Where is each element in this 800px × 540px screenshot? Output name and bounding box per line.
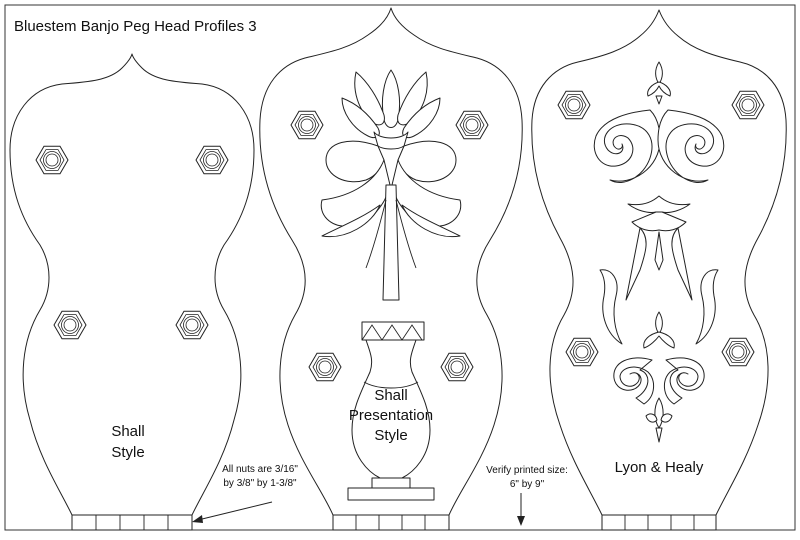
profile-label-3: Lyon & Healy (615, 459, 704, 476)
nut-strip-3 (601, 514, 717, 531)
lyre-ribbon-inlay (599, 195, 719, 345)
arrow-icon (192, 501, 273, 523)
profile-label-1a: Shall (111, 423, 144, 440)
profile-label-2a: Shall (374, 387, 407, 404)
verify-note: Verify printed size: 6" by 9" (486, 465, 568, 526)
verify-note-line1: Verify printed size: (486, 465, 568, 476)
nut-strip-1 (71, 514, 193, 531)
diagram-title: Bluestem Banjo Peg Head Profiles 3 (14, 18, 257, 35)
nuts-note: All nuts are 3/16" by 3/8" by 1-3/8" (192, 464, 298, 523)
verify-note-line2: 6" by 9" (510, 479, 545, 490)
nuts-note-line1: All nuts are 3/16" (222, 464, 298, 475)
peghead-lyon-healy: Lyon & Healy (531, 9, 787, 531)
vase-inlay (347, 321, 435, 501)
peghead-outline-1 (9, 53, 255, 530)
profile-label-1b: Style (111, 444, 144, 461)
peghead-shall-style: Shall Style (9, 53, 255, 531)
iris-flower-inlay (320, 69, 462, 301)
nuts-note-line2: by 3/8" by 1-3/8" (223, 478, 297, 489)
peghead-shall-presentation: Shall Presentation Style (259, 7, 523, 531)
fleur-de-lis-inlay (643, 61, 675, 443)
profile-label-2c: Style (374, 427, 407, 444)
profile-label-2b: Presentation (349, 407, 433, 424)
spiral-scroll-inlay (593, 109, 725, 405)
arrow-icon (517, 493, 525, 526)
nut-strip-2 (332, 514, 450, 531)
